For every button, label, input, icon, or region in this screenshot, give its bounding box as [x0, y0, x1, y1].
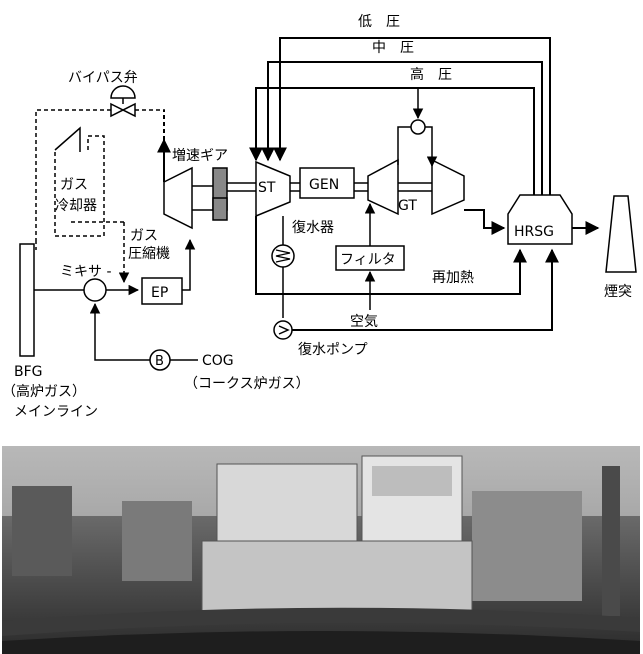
condenser-icon	[272, 245, 294, 267]
gas-compressor-icon	[164, 168, 192, 228]
photo-roof-units	[372, 466, 452, 496]
mixer-icon	[84, 279, 106, 301]
combustor-icon	[411, 120, 425, 134]
cog-to-mixer-line	[95, 304, 150, 360]
stack-icon	[606, 196, 636, 272]
photo-left-building	[122, 501, 192, 581]
speed-gear-lower	[213, 198, 227, 220]
power-plant-flow-diagram: 低 圧 中 圧 高 圧 バイパス弁 ガス 冷却器 ガス 圧縮機 増速ギア ST …	[0, 0, 643, 420]
generator-label: GEN	[309, 177, 339, 193]
reheat-label: 再加熱	[432, 270, 474, 286]
bfg-label-3: メインライン	[14, 404, 98, 420]
bypass-valve-label: バイパス弁	[68, 70, 138, 86]
air-label: 空気	[350, 314, 378, 330]
cog-label-1: COG	[202, 353, 234, 369]
bypass-valve-icon	[111, 86, 135, 116]
photo-right-scaffold	[472, 491, 582, 601]
power-plant-photo	[2, 446, 640, 654]
combustor-outlet-line	[425, 127, 432, 166]
condensate-pump-label: 復水ポンプ	[298, 341, 368, 358]
high-pressure-label: 高 圧	[410, 66, 452, 83]
gas-turbine-label: GT	[398, 198, 417, 214]
gas-cooler-label-1: ガス	[60, 177, 88, 193]
photo-right-tower	[602, 466, 620, 616]
steam-turbine-label: ST	[258, 180, 276, 196]
condensate-return-line	[292, 250, 552, 330]
ep-to-compressor-arrow	[182, 240, 190, 290]
blower-label: B	[155, 354, 164, 369]
ep-label: EP	[151, 285, 168, 301]
bfg-label-1: BFG	[14, 364, 43, 380]
bfg-label-2: （高炉ガス）	[2, 383, 86, 400]
gt-compressor-icon	[368, 160, 398, 214]
stack-label: 煙突	[604, 284, 632, 300]
filter-label: フィルタ	[340, 252, 396, 268]
bfg-main-line-box	[20, 244, 34, 356]
mid-pressure-label: 中 圧	[372, 40, 414, 56]
gas-compressor-label-2: 圧縮機	[128, 246, 170, 262]
cog-label-2: （コークス炉ガス）	[184, 376, 310, 392]
gas-cooler-label-2: 冷却器	[55, 198, 97, 214]
gt-turbine-icon	[432, 160, 464, 214]
combustor-inlet-line	[398, 127, 411, 165]
photo-left-structure	[12, 486, 72, 576]
low-pressure-label: 低 圧	[358, 14, 400, 30]
gt-exhaust-line	[464, 210, 504, 228]
hrsg-label: HRSG	[514, 224, 554, 240]
condenser-label: 復水器	[292, 219, 334, 236]
speed-gear-label: 増速ギア	[172, 148, 228, 164]
mixer-label: ミキサ -	[60, 264, 112, 280]
gas-compressor-label-1: ガス	[130, 228, 158, 244]
